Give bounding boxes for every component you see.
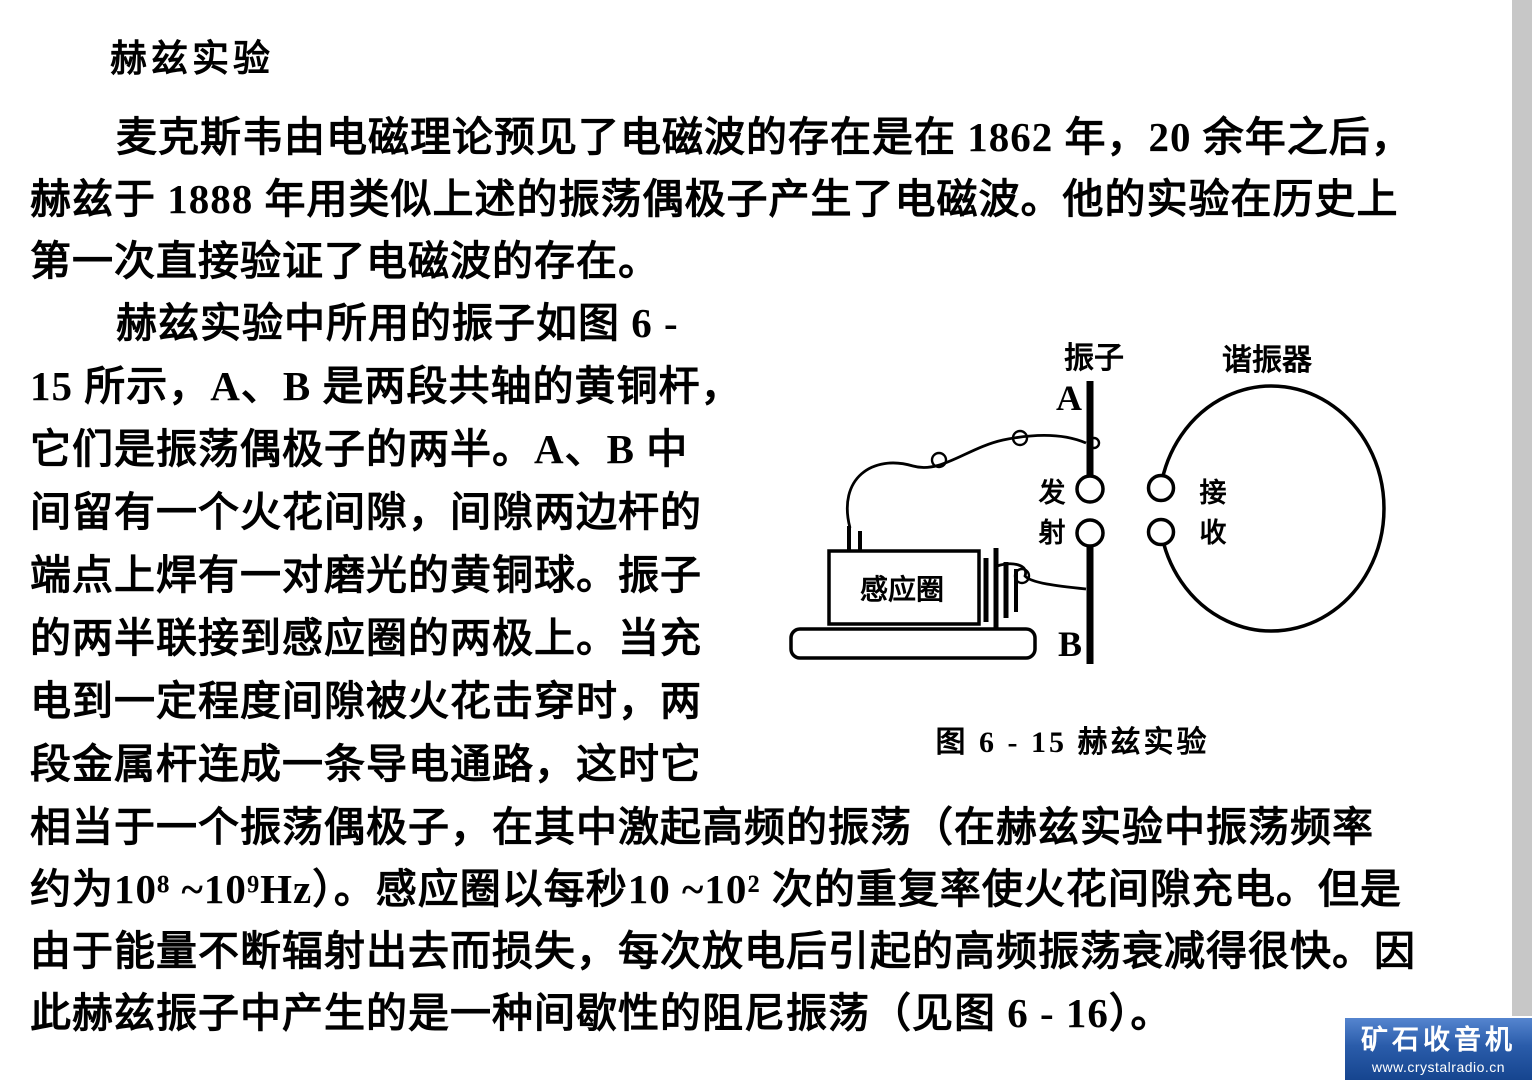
text-line: 由于能量不断辐射出去而损失，每次放电后引起的高频振荡衰减得很快。因 <box>30 928 1416 974</box>
receiver-ball-bottom <box>1146 517 1176 547</box>
text-and-figure-section: 赫兹实验中所用的振子如图 6 - 15 所示，A、B 是两段共轴的黄铜杆， 它们… <box>30 292 1506 796</box>
hertz-experiment-figure: 振子 谐振器 A B 发 射 接 收 感应圈 <box>789 342 1386 664</box>
text-line: 间留有一个火花间隙，间隙两边杆的 <box>30 489 702 535</box>
section-heading: 赫兹实验 <box>110 39 274 80</box>
text-line: 相当于一个振荡偶极子，在其中激起高频的振荡（在赫兹实验中振荡频率 <box>30 804 1374 850</box>
text-line: 端点上焊有一对磨光的黄铜球。振子 <box>30 552 702 598</box>
figure-label-b: B <box>1058 624 1082 664</box>
text-line: 段金属杆连成一条导电通路，这时它 <box>30 741 702 787</box>
text-line: 赫兹实验中所用的振子如图 6 - <box>116 300 679 346</box>
figure-caption: 图 6 - 15 赫兹实验 <box>935 726 1210 759</box>
text-line: 约为10⁸ ~10⁹Hz）。感应圈以每秒10 ~10² 次的重复率使火花间隙充电… <box>30 866 1402 912</box>
text-line: 此赫兹振子中产生的是一种间歇性的阻尼振荡（见图 6 - 16）。 <box>30 990 1173 1036</box>
scan-edge-strip <box>1512 0 1532 1016</box>
figure-label-a: A <box>1056 378 1082 418</box>
figure-label-transmit-bottom: 射 <box>1038 518 1066 548</box>
text-line: 的两半联接到感应圈的两极上。当充 <box>30 615 702 661</box>
watermark-url: www.crystalradio.cn <box>1371 1059 1506 1075</box>
figure-label-oscillator: 振子 <box>1064 342 1124 375</box>
induction-coil-box <box>827 549 981 626</box>
figure-label-receive-top: 接 <box>1200 478 1227 508</box>
paragraph-3: 相当于一个振荡偶极子，在其中激起高频的振荡（在赫兹实验中振荡频率 约为10⁸ ~… <box>30 796 1506 1044</box>
paragraph-1: 麦克斯韦由电磁理论预见了电磁波的存在是在 1862 年，20 余年之后， 赫兹于… <box>30 106 1506 292</box>
wire-top <box>845 434 1087 529</box>
figure-label-receive-bottom: 收 <box>1200 518 1227 548</box>
text-line: 它们是振荡偶极子的两半。A、B 中 <box>30 426 689 472</box>
text-line: 15 所示，A、B 是两段共轴的黄铜杆， <box>30 363 743 409</box>
wire-loop <box>930 451 948 469</box>
text-line: 第一次直接验证了电磁波的存在。 <box>30 238 660 284</box>
figure-label-resonator: 谐振器 <box>1222 344 1313 377</box>
spark-gap-ball-bottom <box>1075 518 1105 548</box>
wire-loop <box>1013 567 1031 585</box>
text-line: 麦克斯韦由电磁理论预见了电磁波的存在是在 1862 年，20 余年之后， <box>116 114 1413 160</box>
watermark-badge: 矿石收音机 www.crystalradio.cn <box>1345 1018 1532 1080</box>
figure-label-transmit-top: 发 <box>1038 477 1066 508</box>
wire-bottom <box>996 562 1087 591</box>
wire-hook <box>1087 436 1101 450</box>
text-line: 电到一定程度间隙被火花击穿时，两 <box>30 678 702 724</box>
wire-loop <box>1011 429 1029 447</box>
watermark-title: 矿石收音机 <box>1361 1025 1516 1055</box>
text-line: 赫兹于 1888 年用类似上述的振荡偶极子产生了电磁波。他的实验在历史上 <box>30 176 1399 222</box>
coil-base <box>789 627 1037 660</box>
spark-gap-ball-top <box>1075 474 1105 504</box>
induction-coil-label: 感应圈 <box>860 573 944 606</box>
paragraph-2: 赫兹实验中所用的振子如图 6 - 15 所示，A、B 是两段共轴的黄铜杆， 它们… <box>30 292 775 796</box>
receiver-ball-top <box>1146 473 1176 503</box>
figure-column: 振子 谐振器 A B 发 射 接 收 感应圈 <box>775 292 1506 796</box>
resonator-loop <box>1158 384 1386 633</box>
